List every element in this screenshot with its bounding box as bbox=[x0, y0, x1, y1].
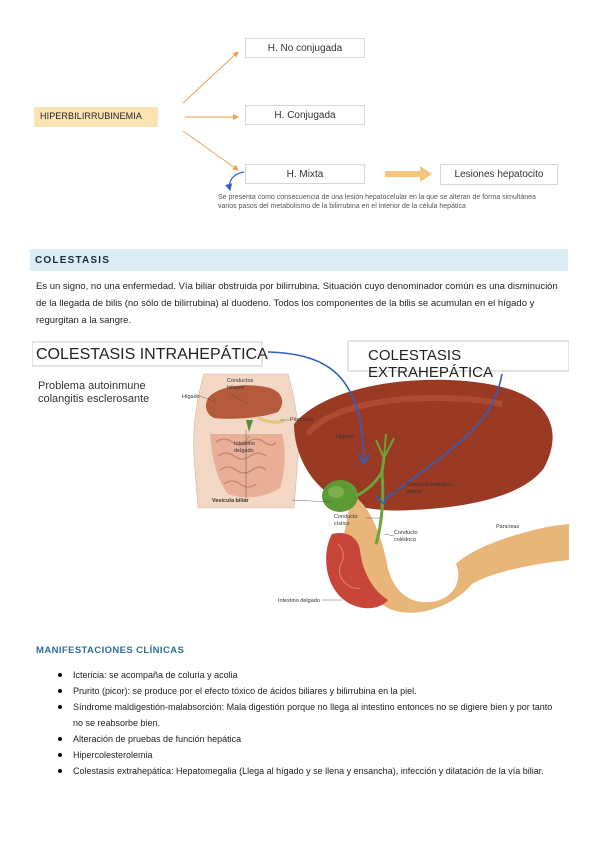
lesiones-hepatocito-box: Lesiones hepatocito bbox=[440, 164, 558, 185]
colestasis-title: COLESTASIS bbox=[35, 255, 111, 266]
blue-arrow-extra bbox=[383, 373, 503, 501]
arrow-to-no-conjugada bbox=[182, 51, 239, 104]
list-item: Alteración de pruebas de función hepátic… bbox=[58, 731, 558, 747]
no-conjugada-box: H. No conjugada bbox=[245, 38, 365, 58]
label-conducto-cistico: Conducto cístico bbox=[334, 514, 358, 527]
anatomy-illustration bbox=[32, 340, 569, 613]
bullet-icon bbox=[58, 673, 62, 677]
conjugada-box: H. Conjugada bbox=[245, 105, 365, 125]
hiperbilirrubinemia-box: HIPERBILIRRUBINEMIA bbox=[34, 107, 158, 127]
label-pancreas-small: Páncreas bbox=[290, 417, 314, 423]
mixta-note: Se presenta como consecuencia de una les… bbox=[218, 194, 536, 210]
label-higado-big: Hígado bbox=[336, 434, 354, 440]
list-item: Prurito (picor): se produce por el efect… bbox=[58, 683, 558, 699]
problema-note: Problema autoinmune colangitis esclerosa… bbox=[38, 380, 149, 406]
bullet-icon bbox=[58, 769, 62, 773]
label-intestino-small: Intestino delgado bbox=[234, 441, 255, 454]
intra-title-box bbox=[32, 341, 263, 367]
bullet-icon bbox=[58, 689, 62, 693]
label-intestino-delgado-big: Intestino delgado bbox=[278, 598, 320, 604]
label-conducto-coledoco: Conducto colédoco bbox=[394, 530, 418, 543]
block-arrow-to-lesiones bbox=[385, 166, 432, 182]
bullet-icon bbox=[58, 753, 62, 757]
intra-title: COLESTASIS INTRAHEPÁTICA bbox=[36, 346, 268, 363]
colestasis-figure: COLESTASIS INTRAHEPÁTICA COLESTASIS EXTR… bbox=[32, 338, 569, 620]
bullet-icon bbox=[58, 737, 62, 741]
mixta-box: H. Mixta bbox=[245, 164, 365, 184]
manifestaciones-list: Ictericia: se acompaña de coluria y acol… bbox=[58, 667, 558, 779]
list-item: Hipercolesterolemia bbox=[58, 747, 558, 763]
list-item: Síndrome maldigestión-malabsorción: Mala… bbox=[58, 699, 558, 731]
label-conducto-hepatico: Conducto hepático común bbox=[406, 482, 452, 495]
problema-line-1: Problema autoinmune bbox=[38, 380, 146, 392]
blue-arrow-intra bbox=[267, 351, 365, 463]
colestasis-header-bar: COLESTASIS bbox=[30, 249, 568, 271]
bullet-icon bbox=[58, 705, 62, 709]
label-higado-small: Hígado bbox=[182, 394, 200, 400]
liver-pancreas-illustration bbox=[294, 379, 569, 613]
arrow-to-mixta bbox=[182, 130, 239, 171]
torso-illustration bbox=[193, 373, 299, 509]
extra-title: COLESTASIS EXTRAHEPÁTICA bbox=[368, 347, 494, 381]
list-item: Ictericia: se acompaña de coluria y acol… bbox=[58, 667, 558, 683]
label-pancreas-big: Páncreas bbox=[496, 524, 520, 530]
curved-blue-arrow bbox=[225, 171, 245, 192]
list-item: Colestasis extrahepática: Hepatomegalia … bbox=[58, 763, 558, 779]
colestasis-paragraph: Es un signo, no una enfermedad. Vía bili… bbox=[36, 281, 558, 326]
extra-title-box bbox=[347, 340, 569, 372]
manifestaciones-title: MANIFESTACIONES CLÍNICAS bbox=[36, 645, 185, 656]
label-conductos-biliares: Conductos biliares bbox=[227, 378, 254, 391]
problema-line-2: colangitis esclerosante bbox=[38, 393, 150, 405]
label-vesicula-biliar: Vesícula biliar bbox=[212, 498, 249, 504]
